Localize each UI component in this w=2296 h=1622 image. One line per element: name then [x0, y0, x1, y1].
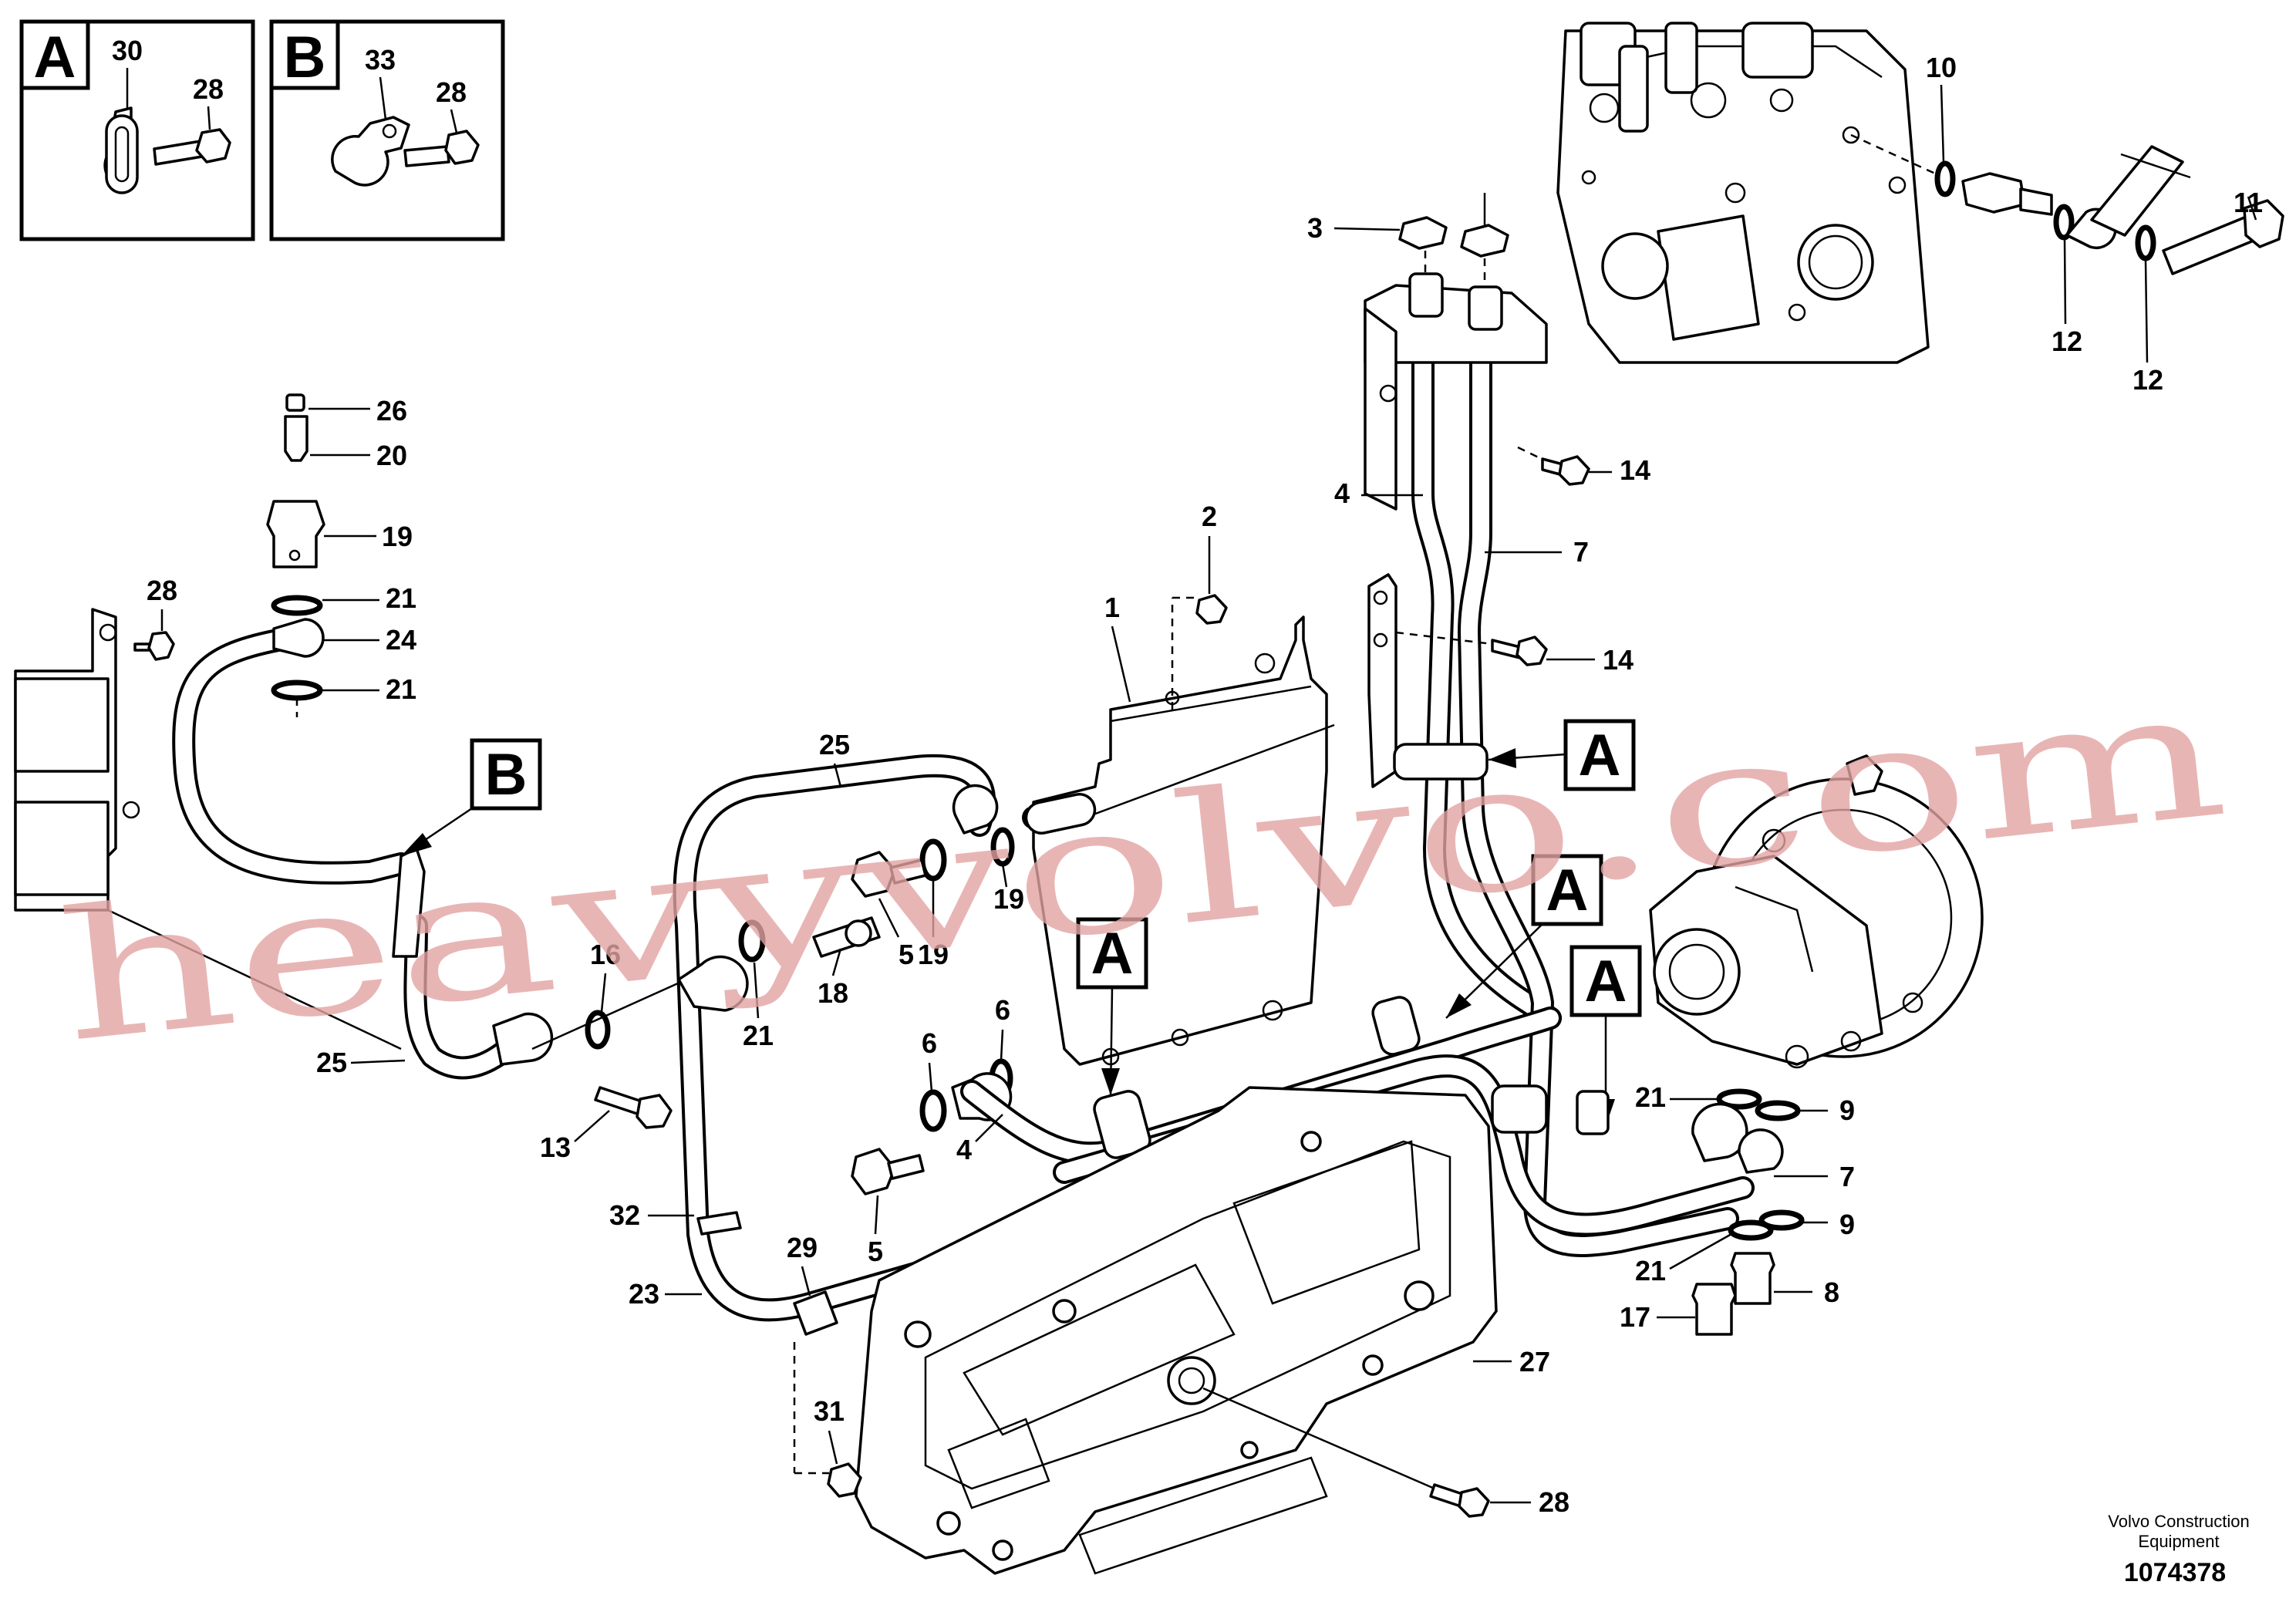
callout-b: B	[400, 738, 542, 858]
part-21-e: 21	[1635, 1255, 1666, 1286]
part-26: 27	[1519, 1346, 1550, 1378]
pipe-24-22	[673, 754, 1114, 1336]
part-12-b: 12	[2132, 364, 2163, 396]
banjo-23	[272, 618, 325, 658]
screw-icon	[153, 140, 204, 166]
part-21-d: 21	[1635, 1081, 1666, 1113]
part-7-a: 7	[1573, 536, 1589, 568]
callout-a-2-letter: A	[1546, 858, 1589, 923]
part-14-b: 14	[1603, 644, 1633, 676]
brand-line-2: Equipment	[2138, 1532, 2219, 1551]
nut-3-b	[1460, 224, 1509, 258]
part-31: 31	[814, 1395, 845, 1427]
part-24: 25	[819, 729, 850, 760]
callout-a-4-letter: A	[1585, 949, 1627, 1014]
inset-b-part-33: 33	[365, 44, 396, 76]
part-13: 13	[540, 1131, 571, 1163]
part-9-b: 9	[1839, 1209, 1855, 1240]
nut-3-a	[1398, 216, 1448, 250]
callout-a-1: A	[1488, 719, 1636, 791]
part-10: 10	[1926, 52, 1957, 83]
bolt-28: 28	[133, 575, 177, 661]
brand-line-1: Volvo Construction	[2108, 1512, 2249, 1531]
part-27: 28	[1539, 1486, 1569, 1518]
part-8: 8	[1824, 1276, 1839, 1308]
callout-a-4: A	[1569, 945, 1642, 1126]
part-32: 32	[609, 1199, 640, 1231]
clip-32	[696, 1211, 742, 1236]
inset-a: A 30 28	[19, 19, 255, 241]
part-23-b: 25	[316, 1047, 347, 1078]
part-29: 29	[787, 1232, 818, 1263]
bleed-screw-stack: 26 20 19 21 24 21	[266, 393, 416, 717]
callout-a-3-letter: A	[1091, 921, 1134, 986]
part-9-a: 9	[1839, 1094, 1855, 1126]
callout-b-letter: B	[485, 742, 528, 808]
part-5-a: 5	[899, 939, 914, 970]
part-17: 19	[382, 521, 413, 552]
clip-29	[793, 1290, 838, 1336]
part-14-a: 14	[1620, 454, 1650, 486]
part-5-b: 5	[868, 1236, 883, 1267]
callout-a-2: A	[1445, 854, 1603, 1019]
part-18: 18	[818, 977, 848, 1009]
part-21-c: 21	[743, 1020, 774, 1051]
upper-bracket: 3	[1307, 193, 1548, 511]
part-19-b: 19	[918, 939, 949, 970]
part-25: 26	[376, 395, 407, 427]
part-6-b: 6	[995, 994, 1010, 1026]
part-12-a: 12	[2052, 325, 2082, 357]
part-4-a: 4	[1334, 477, 1350, 509]
clamp-a-upper	[1393, 743, 1489, 781]
document-number: 1074378	[2124, 1558, 2226, 1587]
pipe-23	[172, 595, 554, 1080]
part-11: 11	[2234, 187, 2263, 218]
inset-a-part-28: 28	[193, 73, 224, 105]
mid-bracket: 14 14	[1367, 446, 1650, 788]
inset-a-part-30: 30	[112, 35, 143, 66]
part-6-a: 6	[922, 1027, 937, 1059]
bolt-head-icon	[195, 128, 231, 164]
part-20: 20	[376, 440, 407, 471]
engine-block	[1556, 22, 1930, 364]
inset-a-letter: A	[34, 25, 76, 90]
callout-a-1-letter: A	[1579, 723, 1621, 788]
hydraulic-pump	[1649, 754, 1984, 1069]
part-21-b: 21	[386, 673, 416, 705]
part-19-a: 19	[993, 883, 1024, 915]
inset-b-letter: B	[284, 25, 326, 90]
part-15: 16	[590, 939, 621, 970]
part-4-b: 4	[956, 1134, 972, 1165]
p-clamp-icon	[331, 116, 410, 187]
part-1: 1	[1104, 592, 1120, 623]
left-bracket	[14, 608, 402, 1050]
banjo-fitting-assembly: 10 11 12 12	[1850, 52, 2284, 396]
screw-icon-b	[403, 145, 450, 167]
part-21-a: 21	[386, 582, 416, 614]
part-22: 23	[629, 1278, 659, 1310]
part-2: 2	[1202, 501, 1217, 532]
right-fittings: 21 9 7 9 21 8 17	[1620, 1081, 1855, 1336]
inset-b: B 33 28	[269, 19, 505, 241]
part-7-b: 7	[1839, 1161, 1855, 1192]
washer-10	[1934, 160, 1956, 197]
inset-b-part-28: 28	[436, 76, 467, 108]
bolt-head-icon-b	[444, 130, 480, 165]
part-23-a: 24	[386, 624, 416, 656]
part-3: 3	[1307, 212, 1323, 244]
mounting-plate: 27	[855, 1086, 1550, 1575]
callout-a-3: A	[1076, 917, 1148, 1096]
part-28: 28	[147, 575, 177, 606]
clamp-body	[105, 114, 139, 194]
part-16: 17	[1620, 1301, 1650, 1333]
